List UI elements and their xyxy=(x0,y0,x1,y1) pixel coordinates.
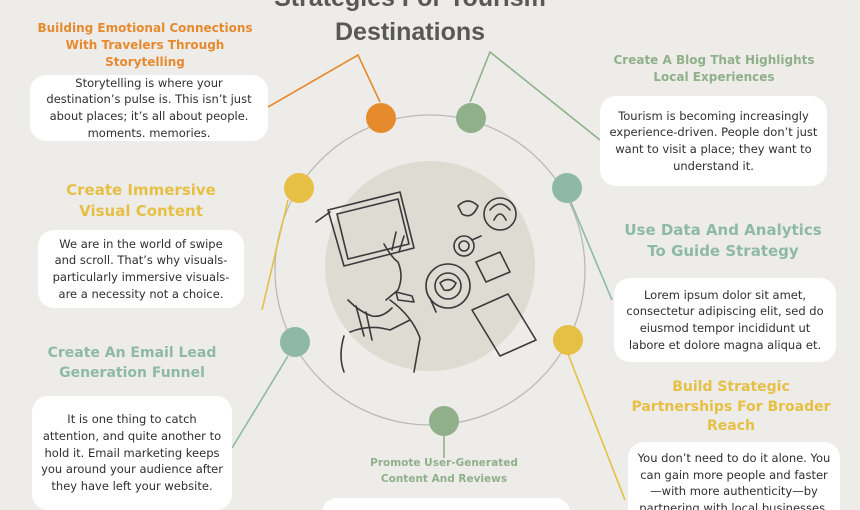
text-box-blog: Tourism is becoming increasingly experie… xyxy=(600,96,827,186)
text-box-visual-content: We are in the world of swipe and scroll.… xyxy=(38,230,244,308)
heading-line: Create An Email Lead xyxy=(47,345,217,361)
node-dot-partnerships xyxy=(553,325,583,355)
heading-line: Create Immersive xyxy=(66,181,216,199)
page-title: Strategies For Tourism xyxy=(180,0,640,13)
node-dot-visual xyxy=(284,173,314,203)
heading-line: Partnerships For Broader xyxy=(631,398,831,415)
heading-blog: Create A Blog That Highlights Local Expe… xyxy=(596,52,832,86)
heading-storytelling: Building Emotional Connections With Trav… xyxy=(20,20,270,70)
node-dot-ugc xyxy=(429,406,459,436)
heading-email-funnel: Create An Email Lead Generation Funnel xyxy=(28,344,236,383)
heading-line: Local Experiences xyxy=(653,69,775,84)
heading-line: To Guide Strategy xyxy=(647,242,799,260)
center-circle xyxy=(325,161,535,371)
heading-line: Content And Reviews xyxy=(380,472,508,485)
text-box-storytelling: Storytelling is where your destination’s… xyxy=(30,75,268,141)
connector-visual xyxy=(261,199,289,311)
heading-partnerships: Build Strategic Partnerships For Broader… xyxy=(620,378,842,437)
heading-line: Promote User-Generated xyxy=(370,457,518,469)
connector-partnerships xyxy=(567,353,626,501)
page-title-line-2: Destinations xyxy=(334,18,486,46)
heading-visual-content: Create Immersive Visual Content xyxy=(30,180,252,222)
heading-line: Storytelling xyxy=(105,54,185,69)
node-dot-email xyxy=(280,327,310,357)
connector-email xyxy=(231,355,289,449)
connector-storytelling xyxy=(267,53,381,108)
heading-line: Build Strategic xyxy=(672,379,790,395)
connector-data xyxy=(569,199,613,301)
heading-line: With Travelers Through xyxy=(65,37,225,52)
node-dot-blog xyxy=(456,103,486,133)
text-box-email-funnel: It is one thing to catch attention, and … xyxy=(32,396,232,510)
heading-line: Building Emotional Connections xyxy=(37,21,253,35)
heading-line: Generation Funnel xyxy=(59,364,205,381)
heading-line: Create A Blog That Highlights xyxy=(613,53,815,67)
text-box-data-analytics: Lorem ipsum dolor sit amet, consectetur … xyxy=(614,278,836,362)
heading-line: Visual Content xyxy=(79,202,203,220)
node-dot-data xyxy=(552,173,582,203)
person-at-laptop-with-coffee-icon xyxy=(315,191,537,373)
text-box-user-generated-content xyxy=(322,498,570,510)
heading-data-analytics: Use Data And Analytics To Guide Strategy xyxy=(612,220,834,262)
heading-line: Use Data And Analytics xyxy=(624,221,822,239)
text-box-partnerships: You don’t need to do it alone. You can g… xyxy=(628,442,840,510)
heading-line: Reach xyxy=(707,418,755,435)
heading-user-generated-content: Promote User-Generated Content And Revie… xyxy=(352,456,536,488)
connector-blog xyxy=(469,50,601,141)
node-dot-storytelling xyxy=(366,103,396,133)
